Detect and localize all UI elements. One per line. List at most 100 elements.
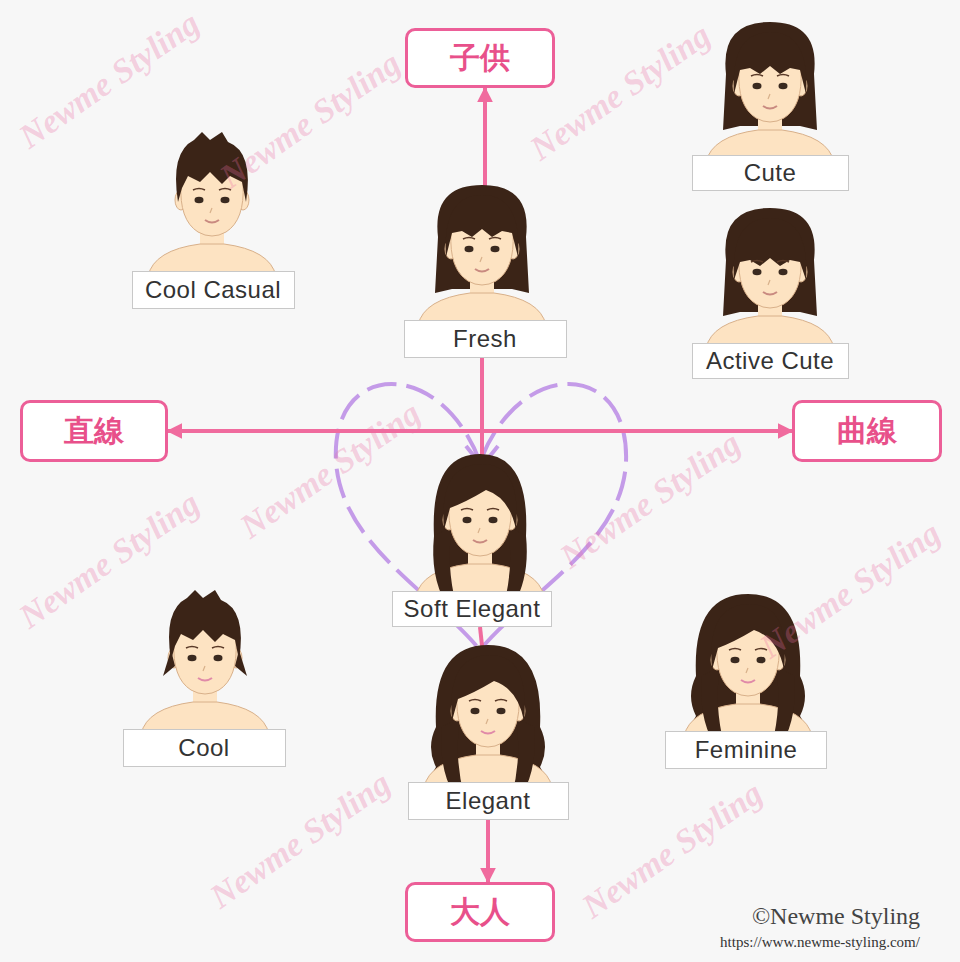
face-eye	[779, 269, 788, 275]
face-part	[186, 647, 198, 649]
face-part	[768, 94, 770, 99]
face-part	[451, 655, 525, 721]
face-part	[751, 261, 763, 263]
node-text: Cute	[744, 159, 797, 187]
style-type-box: Feminine	[665, 731, 827, 769]
face-part	[777, 261, 789, 263]
node-text: Cool	[178, 734, 229, 762]
face-eye	[757, 657, 766, 663]
face-figure	[424, 645, 552, 797]
node-text: Feminine	[695, 736, 798, 764]
face-part	[777, 75, 789, 77]
node-text: 大人	[450, 892, 510, 933]
node-text: Active Cute	[706, 347, 834, 375]
face-part	[463, 238, 475, 240]
face-part	[212, 647, 224, 649]
face-figure	[141, 590, 269, 734]
face-part	[169, 590, 241, 660]
style-type-box: Fresh	[404, 320, 567, 358]
face-eye	[221, 197, 230, 203]
face-part	[768, 280, 770, 285]
face-part	[746, 668, 748, 673]
face-part	[723, 208, 817, 316]
face-part	[163, 650, 175, 676]
node-text: 曲線	[837, 411, 897, 452]
face-part	[734, 218, 807, 280]
face-part	[435, 185, 529, 293]
face-figure	[416, 454, 544, 606]
face-eye	[188, 655, 197, 661]
face-figure	[418, 185, 546, 325]
face-eye	[471, 708, 480, 714]
face-part	[751, 75, 763, 77]
face-part	[763, 106, 777, 109]
face-part	[469, 700, 481, 702]
face-part	[198, 678, 212, 681]
face-eye	[779, 83, 788, 89]
face-eye	[753, 83, 762, 89]
face-part	[489, 238, 501, 240]
face-part	[205, 220, 219, 223]
node-text: Soft Elegant	[404, 595, 541, 623]
face-part	[729, 649, 741, 651]
source-url: https://www.newme-styling.com/	[720, 934, 920, 951]
face-eye	[214, 655, 223, 661]
face-part	[473, 540, 487, 543]
face-figure	[706, 22, 834, 162]
face-part	[486, 719, 488, 724]
node-text: 直線	[64, 411, 124, 452]
face-part	[475, 269, 489, 272]
face-eye	[753, 269, 762, 275]
face-eye	[491, 246, 500, 252]
style-type-box: Active Cute	[692, 343, 849, 379]
face-part	[734, 32, 807, 94]
axis-label-box: 子供	[405, 28, 555, 88]
watermark: Newme Styling	[12, 4, 206, 156]
style-type-box: Elegant	[408, 782, 569, 820]
style-type-box: Soft Elegant	[392, 591, 553, 627]
face-part	[210, 208, 212, 213]
axis-arrow	[168, 429, 792, 433]
style-type-box: Cool Casual	[132, 271, 295, 309]
face-figure	[706, 208, 834, 348]
face-part	[495, 700, 507, 702]
style-type-box: Cute	[692, 155, 849, 191]
face-part	[461, 509, 473, 511]
axis-label-box: 曲線	[792, 400, 942, 462]
watermark: Newme Styling	[233, 394, 427, 546]
face-part	[443, 464, 517, 530]
node-text: Fresh	[453, 325, 517, 353]
face-eye	[195, 197, 204, 203]
face-part	[193, 189, 205, 191]
style-type-box: Cool	[123, 729, 286, 767]
face-part	[203, 666, 205, 671]
watermark: Newme Styling	[553, 424, 747, 576]
face-eye	[731, 657, 740, 663]
copyright-note: ©Newme Styling	[752, 903, 920, 930]
face-part	[446, 195, 519, 257]
axis-arrow	[486, 820, 490, 882]
face-part	[741, 680, 755, 683]
node-text: Elegant	[446, 787, 531, 815]
axis-label-box: 大人	[405, 882, 555, 942]
watermark: Newme Styling	[213, 44, 407, 196]
face-eye	[463, 517, 472, 523]
face-part	[487, 509, 499, 511]
face-part	[723, 22, 817, 130]
face-eye	[489, 517, 498, 523]
face-eye	[497, 708, 506, 714]
watermark: Newme Styling	[754, 514, 948, 666]
face-part	[481, 731, 495, 734]
face-part	[763, 292, 777, 295]
face-part	[480, 257, 482, 262]
face-part	[235, 650, 247, 676]
face-eye	[465, 246, 474, 252]
node-text: 子供	[450, 38, 510, 79]
face-part	[478, 528, 480, 533]
axis-line	[480, 358, 484, 470]
watermark: Newme Styling	[575, 774, 769, 926]
node-text: Cool Casual	[145, 276, 281, 304]
watermark: Newme Styling	[203, 764, 397, 916]
axis-label-box: 直線	[20, 400, 168, 462]
